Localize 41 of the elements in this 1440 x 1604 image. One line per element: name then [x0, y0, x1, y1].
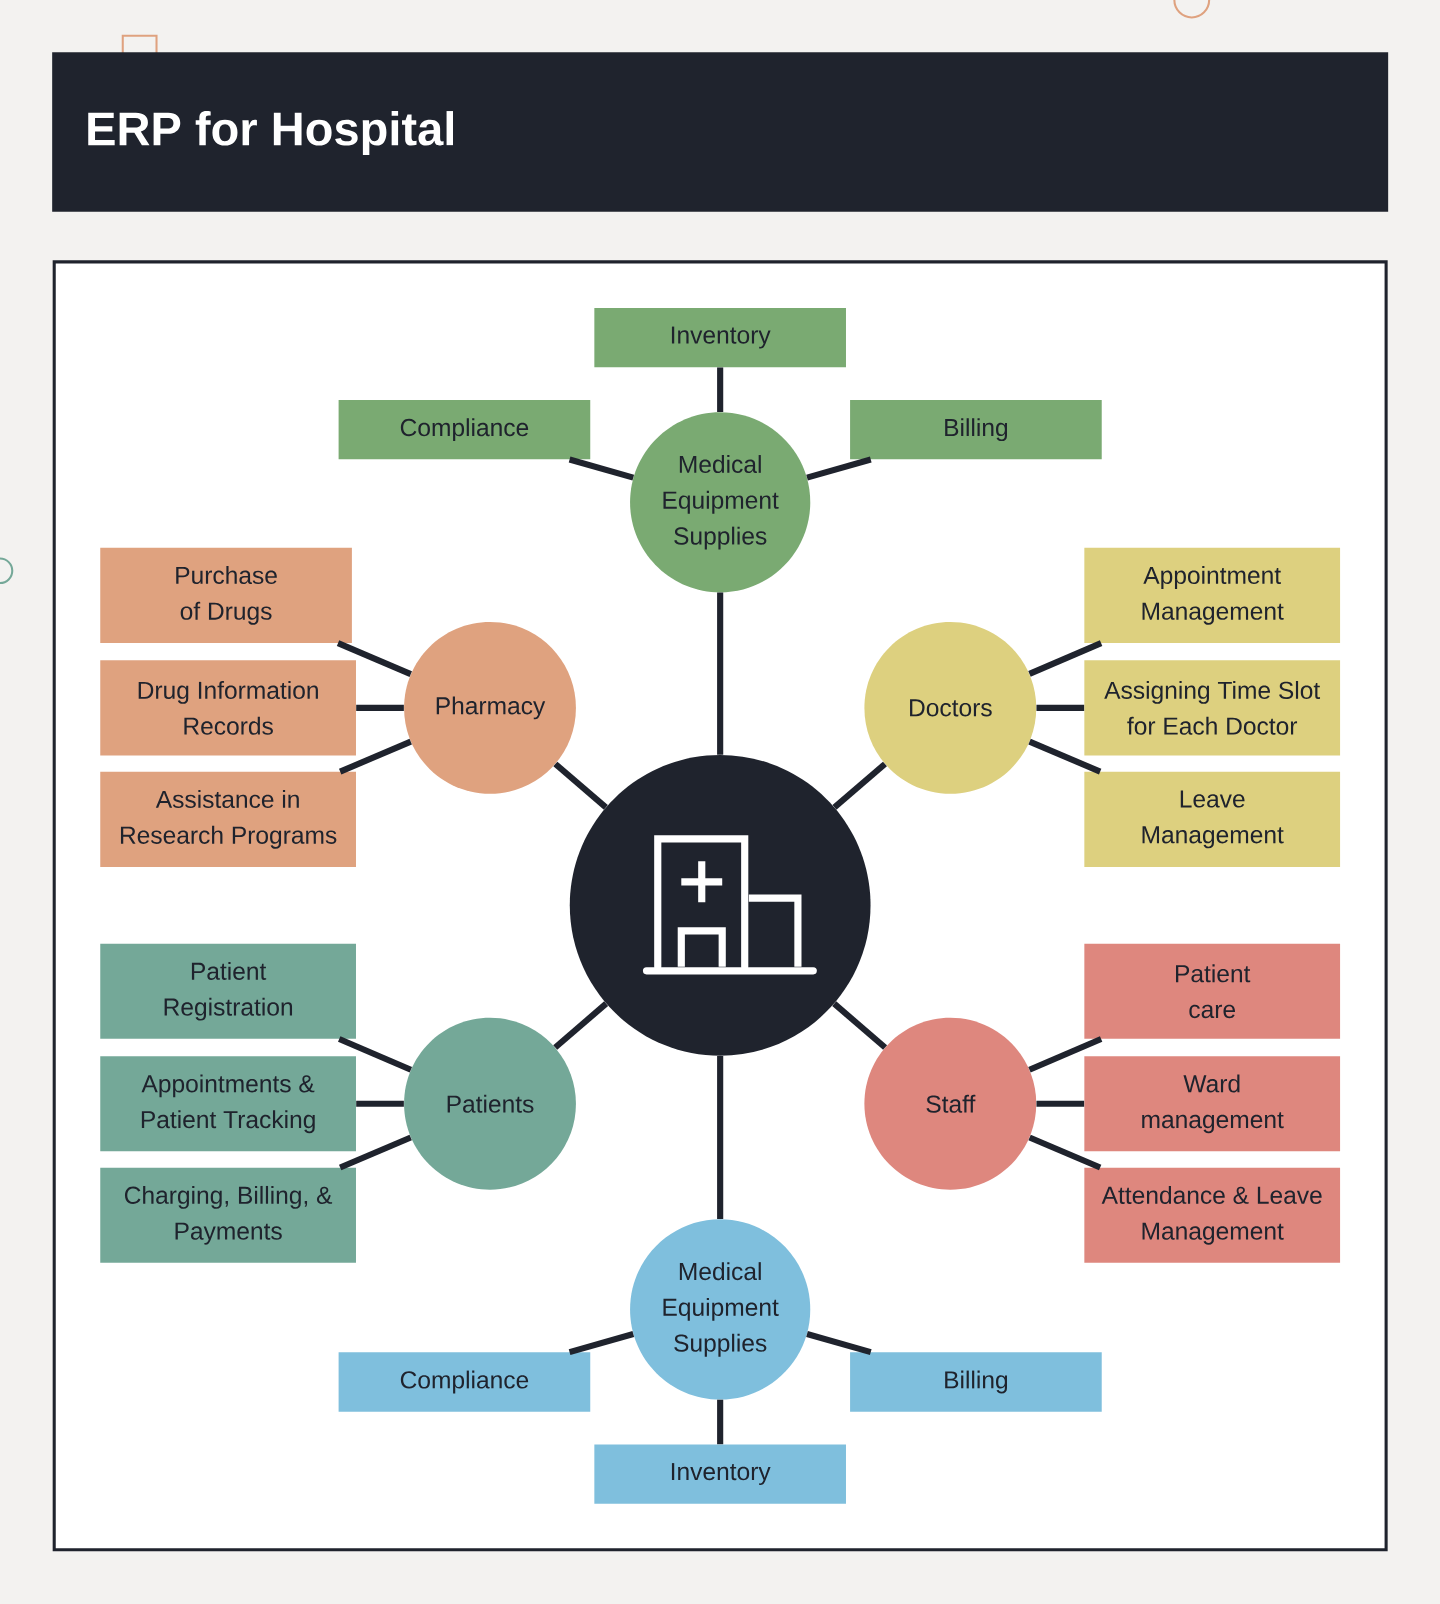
module-box: Patient Registration [100, 943, 356, 1039]
connector-line [338, 1134, 412, 1171]
module-box: Ward management [1084, 1056, 1340, 1152]
module-box: Billing [849, 400, 1102, 460]
module-box: Leave Management [1084, 771, 1340, 867]
title-bar: ERP for Hospital [52, 52, 1388, 212]
module-box: Compliance [338, 1352, 591, 1412]
connector-line [716, 1399, 724, 1445]
connector-line [1028, 1134, 1102, 1171]
connector-line [1036, 1100, 1084, 1107]
module-box: Patient care [1084, 943, 1340, 1039]
connector-line [568, 1331, 634, 1356]
module-box: Inventory [594, 1444, 846, 1504]
connector-line [336, 640, 412, 677]
connector-line [806, 456, 872, 481]
module-box: Billing [849, 1352, 1102, 1412]
connector-line [1028, 640, 1103, 677]
module-box: Charging, Billing, & Payments [100, 1167, 356, 1263]
module-box: Attendance & Leave Management [1084, 1167, 1340, 1263]
connector-line [716, 592, 724, 755]
connector-line [1028, 738, 1102, 775]
hub-circle [569, 754, 871, 1056]
connector-line [553, 1001, 608, 1050]
module-box: Assigning Time Slot for Each Doctor [1084, 660, 1340, 756]
connector-line [832, 1001, 887, 1050]
module-box: Drug Information Records [100, 660, 356, 756]
module-box: Assistance in Research Programs [100, 771, 356, 867]
module-box: Purchase of Drugs [100, 547, 352, 643]
connector-line [1036, 704, 1084, 711]
connector-line [716, 1055, 724, 1220]
connector-line [553, 761, 608, 810]
connector-line [1028, 1036, 1103, 1073]
connector-line [806, 1331, 872, 1356]
connector-line [337, 1036, 412, 1073]
module-box: Inventory [594, 307, 846, 368]
module-box: Appointments & Patient Tracking [100, 1056, 356, 1152]
module-box: Compliance [338, 400, 591, 460]
connector-line [568, 456, 634, 481]
connector-line [338, 738, 412, 775]
connector-line [832, 761, 887, 810]
module-box: Appointment Management [1084, 547, 1340, 643]
